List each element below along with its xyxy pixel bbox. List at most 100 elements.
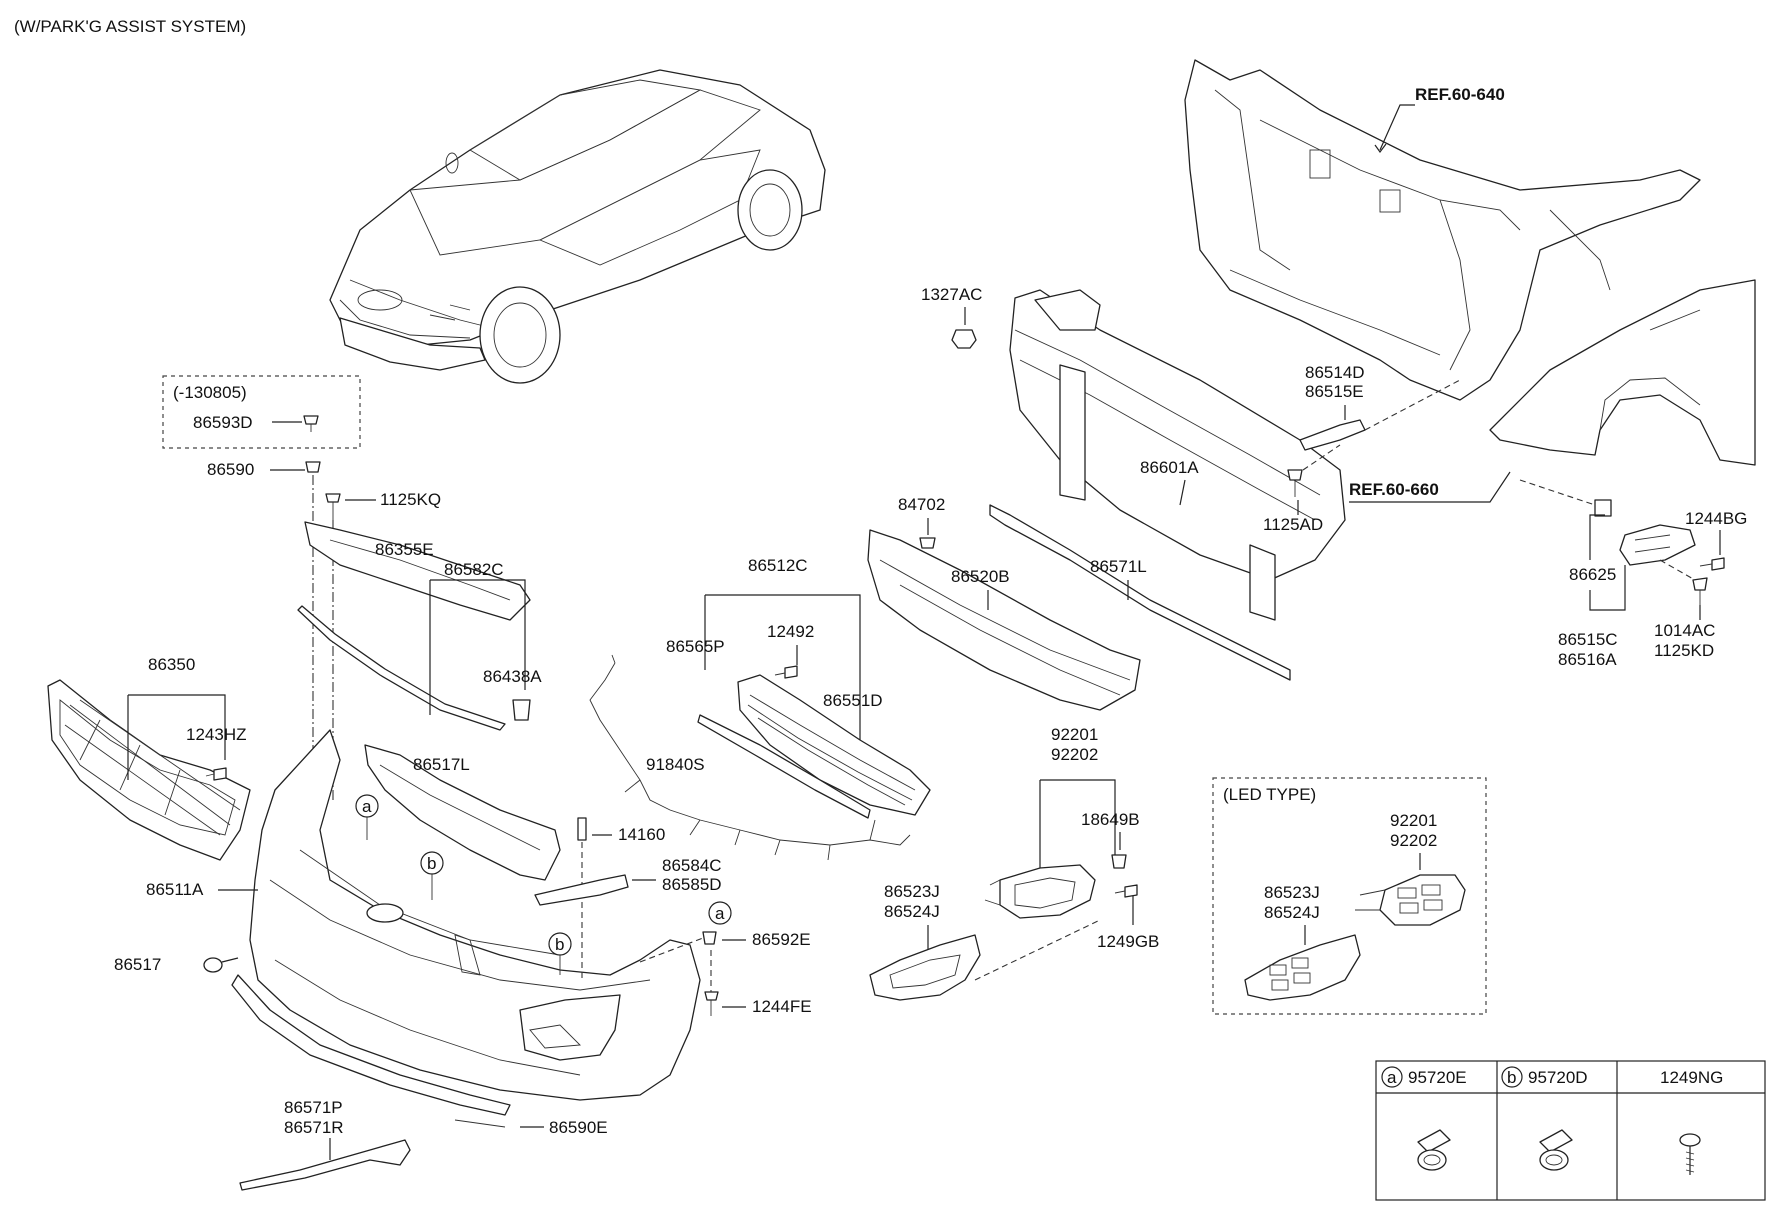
side-bracket [1619,524,1696,566]
svg-text:a: a [362,797,372,816]
radiator-grille [47,679,251,861]
part-label: 92201 [1390,811,1437,830]
led-type-label: (LED TYPE) [1223,785,1316,804]
radiator-support-assembly [1184,59,1701,401]
diagram-title: (W/PARK'G ASSIST SYSTEM) [14,17,246,36]
part-label: 92201 [1051,725,1098,744]
part-label: 86438A [483,667,542,686]
bolt-icon [1699,557,1725,571]
callout-marker-b [1501,1066,1523,1088]
emblem-clip-icon [512,699,531,721]
part-label: 86601A [1140,458,1199,477]
clip-icon [305,461,321,473]
part-label: 86582C [444,560,504,579]
legend-marker-label: b [1507,1068,1516,1087]
lower-lip-strip [231,974,511,1116]
upper-cover-part [304,521,531,621]
bumper-beam [1009,289,1346,621]
retainer-icon [577,817,587,841]
svg-text:b: b [427,854,436,873]
callout-marker-a: a [708,901,732,925]
part-label: 86515C [1558,630,1618,649]
part-label: 86590E [549,1118,608,1137]
bolt-icon [325,493,341,520]
part-label: 86514D [1305,363,1365,382]
part-label: 18649B [1081,810,1140,829]
callout-marker-a [1381,1066,1403,1088]
nut-icon [951,329,977,349]
part-label: 1125KQ [380,490,441,509]
screw-icon [205,767,227,781]
fog-lamp-bezel [869,934,981,1001]
part-label: 86515E [1305,382,1364,401]
part-label: 14160 [618,825,665,844]
part-label: 1244BG [1685,509,1747,528]
part-label: 86571P [284,1098,343,1117]
legend-part-label: 95720D [1528,1068,1588,1087]
part-label: 86524J [1264,903,1320,922]
bolt-icon [1692,577,1708,605]
led-lamp-bezel [1244,934,1361,1001]
clip-icon [303,415,319,432]
part-label: 86516A [1558,650,1617,669]
part-label: 86592E [752,930,811,949]
lower-moulding [239,1139,411,1191]
bolt-icon [1287,469,1303,497]
led-lamp-housing [1355,874,1466,926]
part-label: 86571L [1090,557,1147,576]
part-label: 1249GB [1097,932,1159,951]
date-note-label: (-130805) [173,383,247,402]
part-label: 86350 [148,655,195,674]
part-label: 92202 [1390,831,1437,850]
part-label: 86517 [114,955,161,974]
clip-icon [1594,499,1612,517]
part-label: 86625 [1569,565,1616,584]
reference-label: REF.60-640 [1415,85,1505,104]
part-label: 1244FE [752,997,812,1016]
part-label: 86512C [748,556,808,575]
grille-bracket [364,744,561,881]
part-label: 86593D [193,413,253,432]
part-label: 1125KD [1654,641,1714,660]
screw-icon [774,665,798,679]
bulb-socket-icon [1111,854,1127,869]
part-label: 86517L [413,755,470,774]
part-label: 86511A [146,880,204,899]
front-fender [1489,279,1756,466]
part-label: 1125AD [1263,515,1323,534]
lower-strip [989,504,1291,681]
part-label: 12492 [767,622,814,641]
wiring-harness [589,662,911,846]
clip-icon [702,931,717,945]
trim-strip [534,874,629,906]
part-label: 86523J [1264,883,1320,902]
legend-part-label: 1249NG [1660,1068,1723,1087]
screw-icon [1114,884,1138,898]
legend-marker-label: a [1387,1068,1397,1087]
callout-marker-b: b [548,932,572,956]
screw-icon [1679,1133,1701,1175]
reference-label: REF.60-660 [1349,480,1439,499]
part-label: 86565P [666,637,725,656]
part-label: 1014AC [1654,621,1715,640]
lower-grille [737,674,931,816]
date-note-box [162,375,361,449]
clip-icon [203,957,223,973]
led-type-box [1212,777,1487,1015]
front-bumper-cover [249,729,701,1101]
part-label: 91840S [646,755,705,774]
fog-lamp-housing [984,864,1096,919]
part-label: 86551D [823,691,883,710]
callout-marker-b: b [420,851,444,875]
part-label: 92202 [1051,745,1098,764]
part-label: 86585D [662,875,722,894]
svg-text:b: b [555,935,564,954]
part-label: 86523J [884,882,940,901]
parking-sensor-icon [1539,1129,1573,1171]
part-label: 86355E [375,540,434,559]
part-label: 1327AC [921,285,982,304]
part-label: 86520B [951,567,1010,586]
part-label: 86571R [284,1118,344,1137]
